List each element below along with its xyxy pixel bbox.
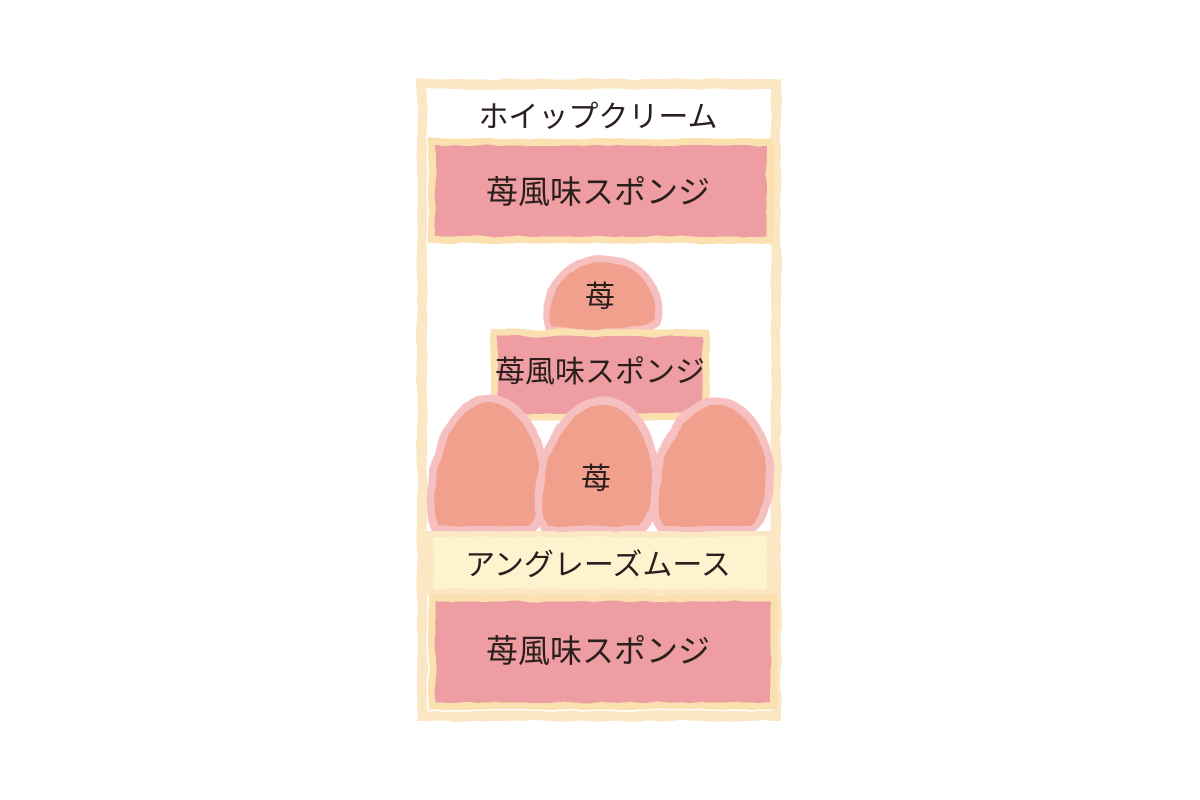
middle-sponge-layer [490,329,710,421]
whipped-cream-label: ホイップクリーム [478,100,717,135]
top-sponge-label: 苺風味スポンジ [486,173,710,211]
whipped-cream-layer [432,94,768,138]
bottom-sponge-label: 苺風味スポンジ [486,632,710,670]
middle-sponge-label: 苺風味スポンジ [495,355,705,390]
top-strawberry-label: 苺 [585,280,615,315]
right-strawberry-shape [650,397,775,534]
top-sponge-layer [428,138,774,244]
anglaise-mousse-layer [427,531,773,595]
anglaise-mousse-label: アングレーズムース [465,548,731,583]
bottom-strawberries-label: 苺 [581,462,611,497]
bottom-sponge-layer [428,594,778,710]
